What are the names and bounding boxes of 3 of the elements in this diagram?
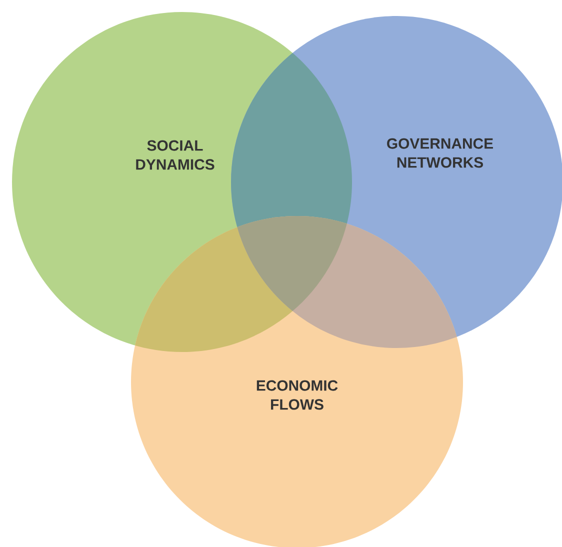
circle-label: ECONOMIC FLOWS [256,380,338,410]
circle-label: GOVERNANCE NETWORKS [387,138,493,168]
circle-label: SOCIAL DYNAMICS [136,140,214,170]
